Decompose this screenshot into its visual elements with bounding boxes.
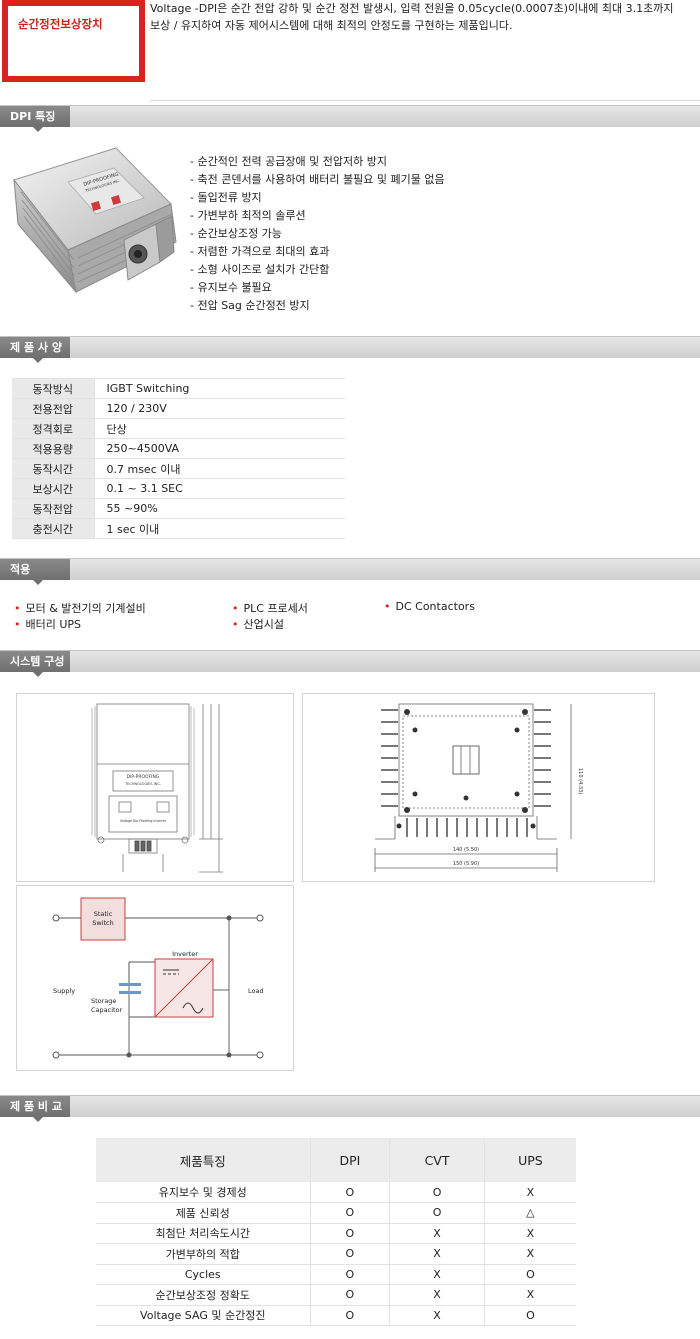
svg-text:Voltage Dip Proofing Inverter: Voltage Dip Proofing Inverter [120, 819, 167, 823]
svg-text:Load: Load [248, 987, 264, 995]
list-item: •DC Contactors [384, 600, 475, 613]
svg-text:Supply: Supply [53, 987, 75, 995]
svg-text:Inverter: Inverter [172, 950, 198, 958]
feature-item: - 돌입전류 방지 [190, 191, 262, 204]
product-title-box: 순간정전보상장치 [2, 0, 145, 82]
bullet-icon: • [14, 602, 21, 615]
column-header: UPS [483, 1138, 576, 1182]
column-header: CVT [389, 1138, 485, 1182]
feature-item: - 순간적인 전력 공급장애 및 전압저하 방지 [190, 155, 387, 168]
feature-item: - 순간보상조정 가능 [190, 227, 282, 240]
svg-text:Static: Static [94, 910, 113, 918]
list-item: •산업시설 [232, 618, 284, 631]
section-header-compare: 제 품 비 교 [0, 1095, 700, 1122]
svg-text:150 (5.90): 150 (5.90) [453, 861, 479, 867]
svg-text:140 (5.50): 140 (5.50) [453, 847, 479, 853]
circuit-diagram: Static Switch Inverter Supply Load Stora… [16, 885, 294, 1071]
section-header-apps: 적용 [0, 558, 700, 585]
product-title: 순간정전보상장치 [18, 17, 103, 31]
product-intro: Voltage -DPI은 순간 전압 강하 및 순간 정전 발생시, 입력 전… [150, 0, 700, 34]
bullet-icon: • [232, 602, 239, 615]
list-item: •PLC 프로세서 [232, 602, 308, 615]
list-item: •모터 & 발전기의 기계설비 [14, 602, 146, 615]
intro-line-1: Voltage -DPI은 순간 전압 강하 및 순간 정전 발생시, 입력 전… [150, 2, 674, 15]
svg-text:DIP-PROOFING: DIP-PROOFING [127, 774, 160, 780]
feature-list: - 순간적인 전력 공급장애 및 전압저하 방지 - 축전 콘덴서를 사용하여 … [190, 153, 445, 315]
svg-text:Switch: Switch [92, 919, 114, 927]
bullet-icon: • [384, 600, 391, 613]
section-tag-system: 시스템 구성 [0, 651, 70, 677]
section-tag-apps: 적용 [0, 559, 70, 585]
front-view-drawing: DIP-PROOFING TECHNOLOGIES INC. Voltage D… [16, 693, 294, 882]
list-item: •배터리 UPS [14, 618, 82, 631]
svg-text:Capacitor: Capacitor [91, 1006, 123, 1014]
header-divider [150, 100, 700, 101]
section-header-features: DPI 특징 [0, 105, 700, 132]
column-header: 제품특징 [96, 1138, 310, 1182]
svg-text:Storage: Storage [91, 997, 116, 1005]
section-tag-compare: 제 품 비 교 [0, 1096, 70, 1122]
top-view-drawing: 140 (5.50) 150 (5.90) 110 (4.33) [302, 693, 655, 882]
dpi-device-image: DIP-PROOFING TECHNOLOGIES INC. [13, 147, 177, 294]
feature-item: - 소형 사이즈로 설치가 간단함 [190, 263, 330, 276]
svg-text:TECHNOLOGIES INC.: TECHNOLOGIES INC. [124, 782, 161, 786]
intro-line-2: 보상 / 유지하여 자동 제어시스템에 대해 최적의 안정도를 구현하는 제품입… [150, 19, 513, 32]
bullet-icon: • [232, 618, 239, 631]
bullet-icon: • [14, 618, 21, 631]
feature-item: - 전압 Sag 순간정전 방지 [190, 299, 310, 312]
feature-item: - 저렴한 가격으로 최대의 효과 [190, 245, 330, 258]
section-header-system: 시스템 구성 [0, 650, 700, 677]
feature-item: - 축전 콘덴서를 사용하여 배터리 불필요 및 폐기물 없음 [190, 173, 445, 186]
column-header: DPI [309, 1138, 390, 1182]
section-tag-spec: 제 품 사 양 [0, 337, 70, 363]
feature-item: - 가변부하 최적의 솔루션 [190, 209, 306, 222]
svg-text:110 (4.33): 110 (4.33) [577, 768, 583, 794]
section-header-spec: 제 품 사 양 [0, 336, 700, 363]
feature-item: - 유지보수 불필요 [190, 281, 272, 294]
section-tag-features: DPI 특징 [0, 106, 70, 132]
table-header-row: 제품특징 DPI CVT UPS [96, 1138, 576, 1182]
